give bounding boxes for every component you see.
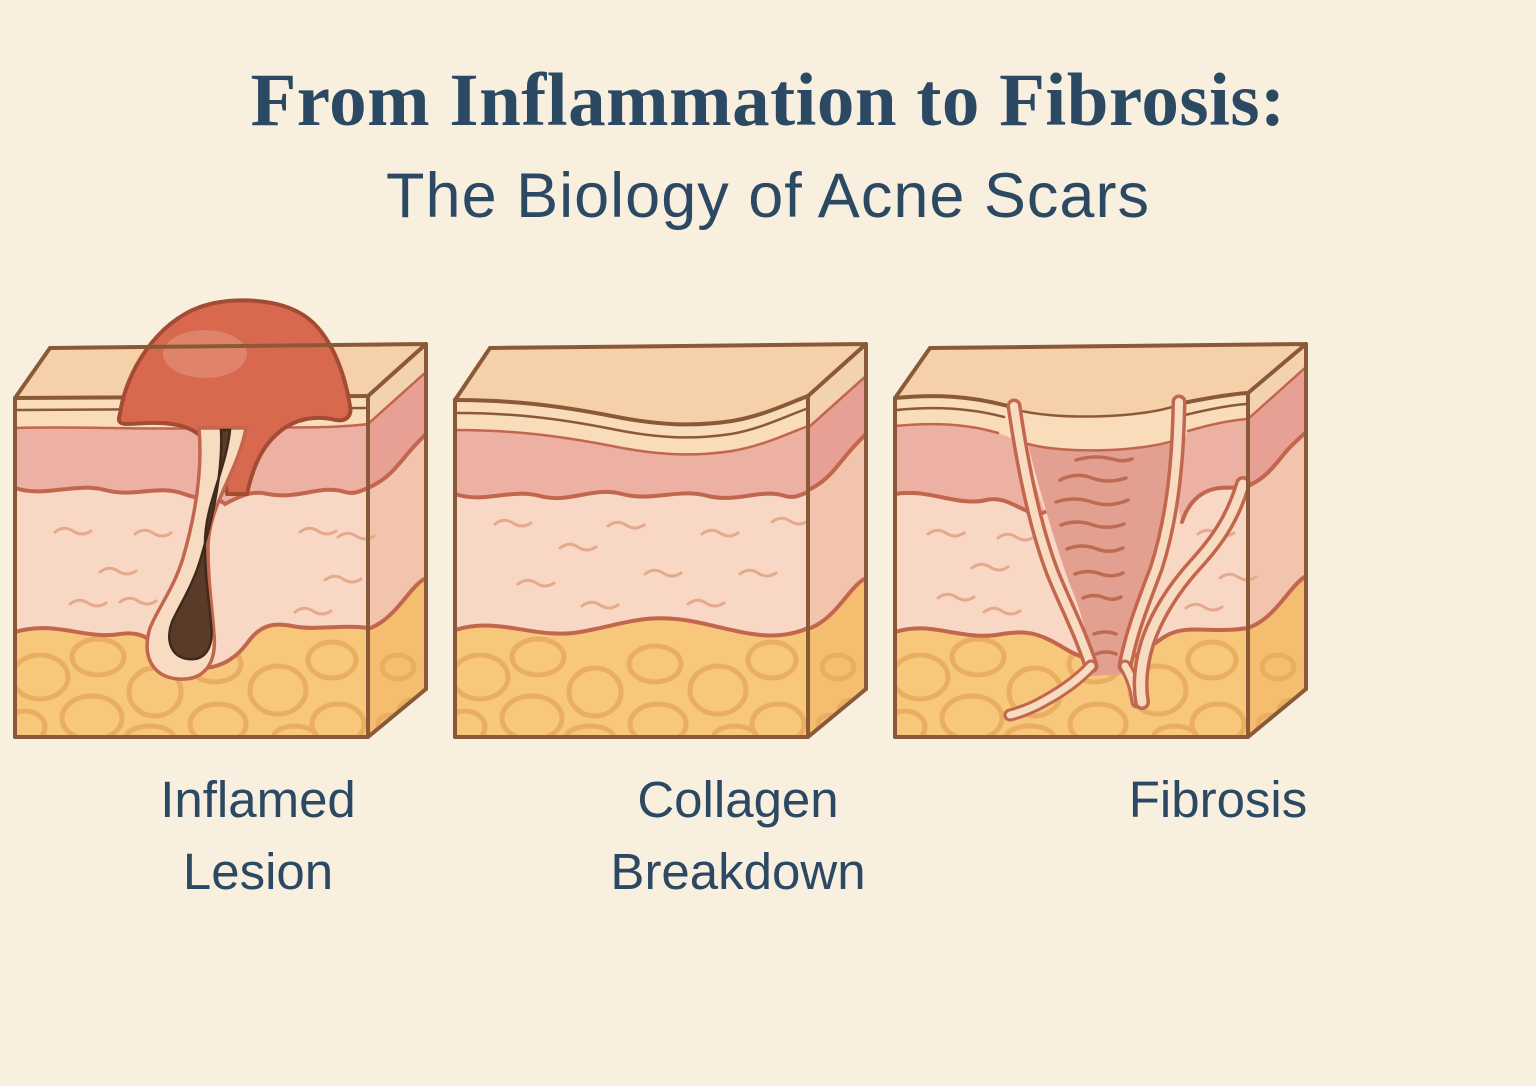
label-collagen-breakdown: Collagen Breakdown — [518, 764, 958, 909]
inflamed-lesion-illustration — [13, 298, 428, 739]
skin-cube — [893, 341, 1308, 739]
fat-layer — [15, 624, 368, 737]
dome-highlight — [163, 329, 247, 378]
papillary-dermis-layer — [455, 425, 808, 498]
panel-label: Fibrosis — [1128, 770, 1308, 828]
fibrosis-illustration — [893, 341, 1308, 739]
clogged-pore — [168, 428, 232, 661]
panel-label: Collagen Breakdown — [610, 770, 866, 901]
fat-layer — [455, 617, 808, 737]
skin-cube — [13, 298, 428, 739]
epidermis-layer — [895, 392, 1248, 451]
fibrotic-bands — [1003, 394, 1251, 722]
skin-front-face — [453, 393, 810, 737]
labels-row: Inflamed Lesion Collagen Breakdown Fibro… — [0, 764, 1536, 909]
header: From Inflammation to Fibrosis: The Biolo… — [0, 59, 1536, 231]
page-title: From Inflammation to Fibrosis: — [250, 59, 1286, 142]
skin-side-face — [1246, 343, 1308, 737]
label-fibrosis: Fibrosis — [998, 764, 1438, 909]
fat-lobules — [455, 636, 807, 737]
cube-edges — [893, 341, 1308, 739]
skin-cube — [453, 341, 868, 739]
cube-edges — [13, 341, 428, 739]
skin-top-face — [455, 343, 866, 425]
collagen-breakdown-illustration — [453, 341, 868, 739]
panel-inflamed-lesion — [0, 282, 440, 742]
epidermis-layer — [455, 395, 808, 455]
fat-lobules — [895, 636, 1247, 737]
panel-label: Inflamed Lesion — [160, 770, 356, 901]
papillary-dermis-layer — [15, 423, 368, 504]
page-subtitle: The Biology of Acne Scars — [386, 160, 1150, 231]
papillary-dermis-right — [1173, 418, 1248, 522]
cube-edges — [453, 341, 868, 739]
skin-side-face — [366, 343, 428, 737]
skin-side-face — [806, 343, 868, 737]
label-inflamed-lesion: Inflamed Lesion — [38, 764, 478, 909]
depression-rim — [1008, 401, 1185, 418]
panel-fibrosis — [880, 282, 1320, 742]
inflamed-pimple — [116, 298, 353, 496]
follicle-wall — [145, 426, 249, 681]
skin-front-face — [893, 390, 1258, 737]
collagen-fibers — [53, 526, 376, 616]
scar-tissue — [1026, 438, 1178, 676]
papillary-dermis-left — [895, 423, 1045, 514]
collagen-fibers — [493, 516, 810, 610]
hair-follicle — [145, 426, 249, 681]
panels-row — [0, 282, 1536, 742]
panel-collagen-breakdown — [440, 282, 880, 742]
